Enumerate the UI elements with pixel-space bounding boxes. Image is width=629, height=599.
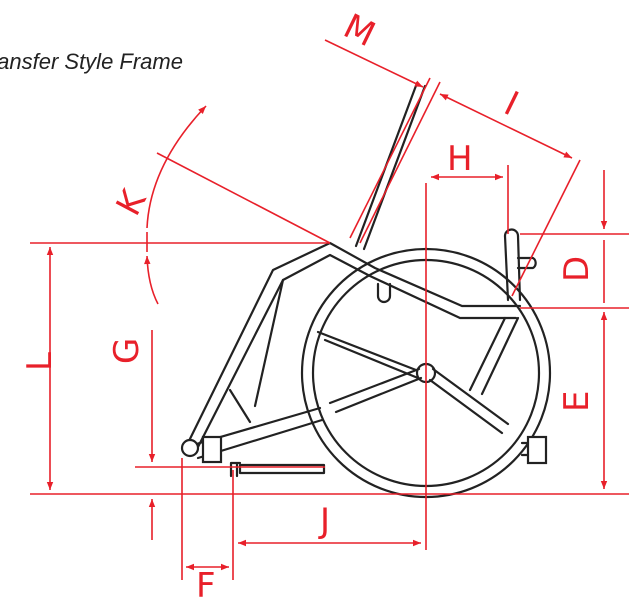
diagram-title: Transfer Style Frame	[0, 49, 183, 74]
push-handle-cap	[503, 228, 520, 238]
M-left-extension	[349, 77, 431, 239]
K-angle-line	[156, 152, 331, 244]
label-L: L	[20, 352, 60, 371]
spoke-right	[428, 367, 510, 435]
M-right-extension	[359, 81, 441, 244]
wheelchair-frame	[180, 81, 552, 499]
label-H: H	[447, 139, 473, 179]
I-dimension	[439, 93, 573, 159]
label-F: F	[196, 566, 216, 599]
M-arrow	[324, 39, 424, 88]
label-I: I	[498, 84, 525, 124]
label-D: D	[557, 256, 597, 282]
label-M: M	[337, 6, 381, 55]
seat-frame-outer	[184, 241, 522, 449]
dimension-lines	[30, 39, 629, 580]
label-G: G	[107, 338, 147, 364]
label-E: E	[557, 391, 597, 412]
footplate	[238, 463, 326, 475]
footplate-bracket	[229, 461, 242, 478]
seat-frame-inner	[196, 253, 518, 449]
rear-strut	[468, 316, 520, 396]
rear-clamp	[526, 435, 548, 465]
side-guard-knob	[376, 282, 392, 304]
I-right-extension	[511, 159, 581, 297]
dimension-labels: M I H K D L G E J F	[20, 6, 597, 599]
K-arc-upper	[146, 105, 207, 229]
front-caster	[180, 438, 200, 458]
rear-clamp-link	[520, 441, 530, 457]
label-J: J	[318, 501, 330, 541]
frame-brace	[228, 278, 285, 424]
front-clamp	[201, 435, 223, 464]
spoke-left	[328, 367, 423, 414]
spoke-upper	[316, 330, 420, 380]
handle-knob	[516, 256, 537, 270]
K-arc-lower	[144, 255, 159, 305]
